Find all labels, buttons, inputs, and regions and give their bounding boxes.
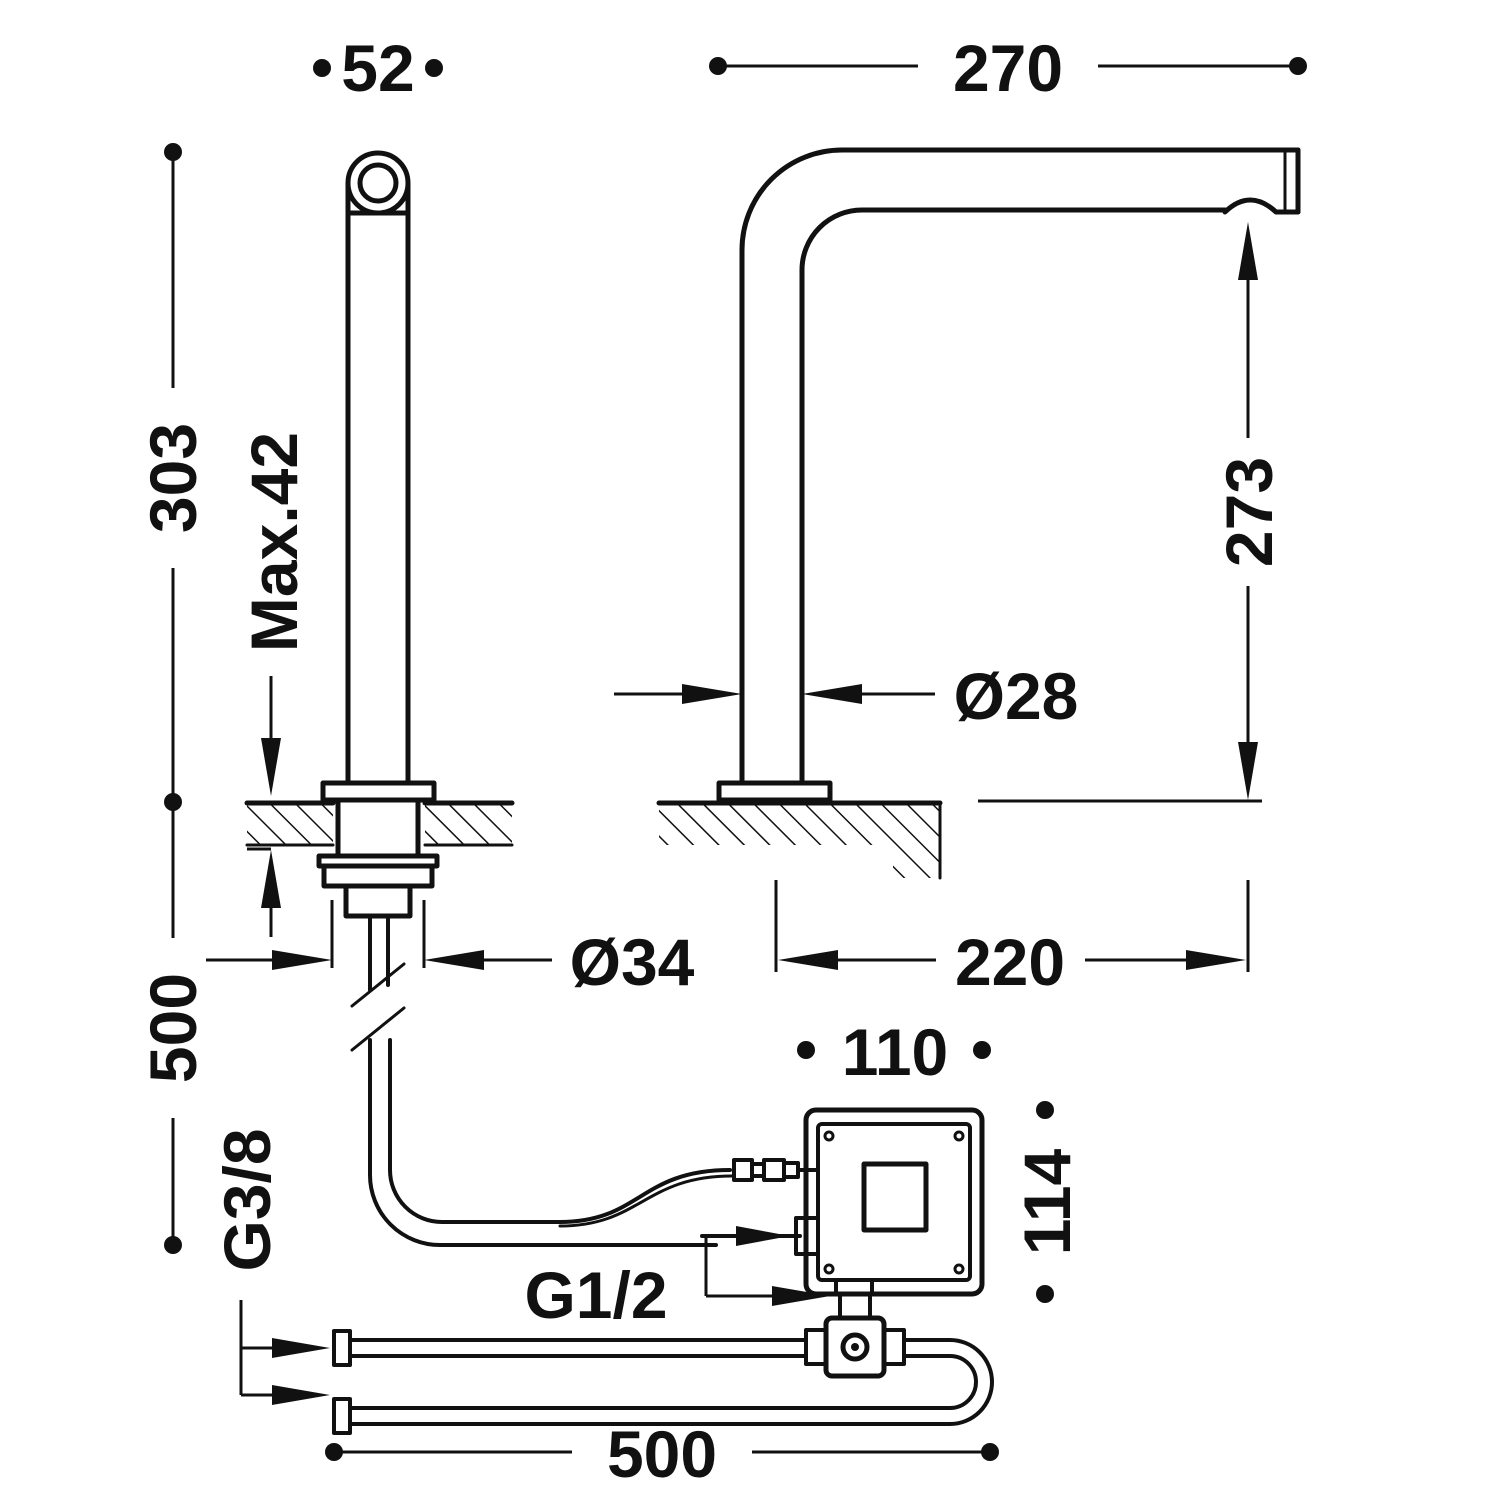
valve-fitting <box>804 1328 828 1366</box>
arrow-down <box>261 738 281 796</box>
valve-knob-icon <box>840 1332 870 1362</box>
dimension-500-horizontal: 500 <box>325 1417 999 1491</box>
valve-assembly <box>332 1278 994 1435</box>
dimension-273: 273 <box>978 222 1286 803</box>
arrow-left <box>802 684 862 704</box>
arrow-right <box>682 684 742 704</box>
arrow-left <box>778 950 838 970</box>
label-diameter-28: Ø28 <box>954 659 1079 733</box>
screw-icon <box>953 1263 965 1275</box>
dimension-52: 52 <box>313 31 443 105</box>
arrow-up <box>261 850 281 908</box>
countertop-hatch <box>425 803 512 845</box>
hose-loop <box>348 1338 994 1426</box>
label-g1-2: G1/2 <box>524 1258 667 1332</box>
dimension-220: 220 <box>774 880 1250 999</box>
dimension-500-vertical: 500 <box>136 802 210 1254</box>
dimension-dot <box>973 1041 991 1059</box>
label-114: 114 <box>1010 1148 1084 1255</box>
label-max-42: Max.42 <box>237 432 311 652</box>
dimension-dot <box>797 1041 815 1059</box>
countertop-hatch <box>247 803 333 845</box>
hose-end-fitting <box>332 1397 352 1435</box>
valve-neck <box>838 1292 872 1320</box>
screw-icon <box>823 1130 835 1142</box>
spout-aerator <box>1222 197 1301 215</box>
label-303: 303 <box>136 423 210 533</box>
countertop-hatch <box>659 803 940 878</box>
dimension-max-42: Max.42 <box>237 432 311 937</box>
dimension-114: 114 <box>1010 1101 1084 1303</box>
control-box-inner <box>816 1122 972 1282</box>
cable-connector <box>732 1158 754 1182</box>
hose-to-control-box <box>368 1038 820 1256</box>
arrow-right <box>772 1286 830 1306</box>
dimension-dot <box>1036 1285 1054 1303</box>
dimension-dot <box>164 1236 182 1254</box>
spout-front-view <box>656 147 1301 880</box>
dimension-diameter-28: Ø28 <box>614 659 1078 733</box>
hose-loop <box>348 1354 978 1410</box>
arrow-right <box>272 1338 330 1358</box>
dimension-g3-8: G3/8 <box>210 1128 330 1405</box>
arrow-right <box>272 1385 330 1405</box>
valve-fitting <box>882 1328 906 1366</box>
screw-icon <box>953 1130 965 1142</box>
dimension-303: 303 <box>136 143 210 811</box>
arrow-down <box>1238 742 1258 800</box>
faucet-flange <box>320 780 437 803</box>
hose-end-fitting <box>332 1329 352 1367</box>
arrow-left <box>424 950 484 970</box>
cable-connector <box>782 1161 800 1179</box>
cable-connector <box>762 1158 786 1182</box>
label-270: 270 <box>953 31 1063 105</box>
label-110: 110 <box>842 1015 948 1089</box>
dimension-270: 270 <box>709 31 1307 105</box>
hose-inner <box>388 1038 732 1224</box>
control-box-panel <box>861 1161 929 1233</box>
dimension-110: 110 <box>797 1015 991 1089</box>
cable <box>558 1174 734 1228</box>
label-52: 52 <box>341 31 414 105</box>
control-box <box>803 1107 985 1297</box>
label-220: 220 <box>955 925 1065 999</box>
hose-outer <box>368 1038 718 1247</box>
faucet-side-view <box>244 150 515 1052</box>
arrow-right <box>1186 950 1246 970</box>
control-box-outer <box>803 1107 985 1297</box>
label-273: 273 <box>1212 457 1286 567</box>
valve-knob-center <box>851 1343 859 1351</box>
spout-outer-edge <box>739 147 1301 786</box>
dimension-g1-2: G1/2 <box>524 1226 830 1332</box>
screw-icon <box>823 1263 835 1275</box>
label-g3-8: G3/8 <box>210 1128 284 1271</box>
dimension-diameter-34: Ø34 <box>206 900 695 999</box>
dimension-dot <box>425 59 443 77</box>
break-mark <box>350 1006 406 1052</box>
dimension-dot <box>313 59 331 77</box>
spout-inner-edge <box>799 207 1228 786</box>
shank-bottom <box>343 883 413 919</box>
spout-flange <box>716 780 833 803</box>
arrow-right <box>272 950 332 970</box>
nut <box>321 863 435 889</box>
label-diameter-34: Ø34 <box>570 925 695 999</box>
arrow-right <box>736 1226 790 1246</box>
label-500-horizontal: 500 <box>607 1417 717 1491</box>
label-500-vertical: 500 <box>136 973 210 1083</box>
break-mark <box>350 962 406 1008</box>
dimension-dot <box>1036 1101 1054 1119</box>
faucet-top-inner <box>357 162 399 204</box>
faucet-top-ring <box>345 150 411 216</box>
